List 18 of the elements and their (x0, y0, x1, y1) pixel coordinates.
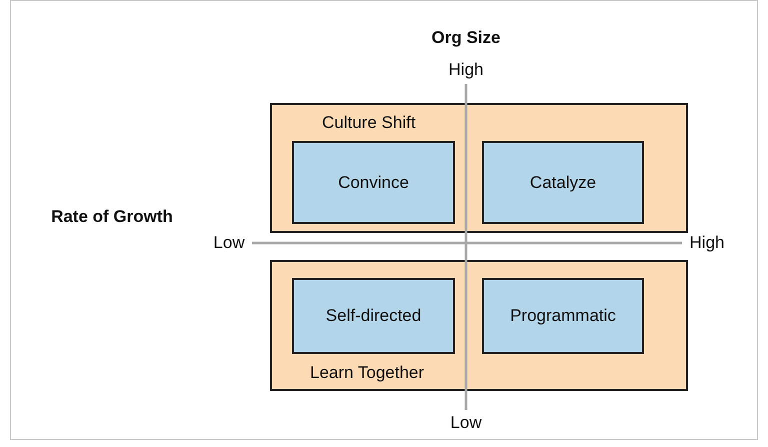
group-label: Culture Shift (322, 113, 416, 133)
quadrant-label: Programmatic (510, 306, 616, 326)
axis-end-label: Low (450, 413, 482, 433)
quadrant-box (482, 278, 644, 354)
quadrant-box (292, 141, 455, 224)
group-panel (270, 260, 688, 391)
quadrant-label: Self-directed (326, 306, 422, 326)
axis-end-label: High (448, 60, 484, 80)
axis-end-label: Low (213, 233, 245, 253)
quadrant-box (482, 141, 644, 224)
group-label: Learn Together (310, 363, 424, 383)
axis-title: Rate of Growth (51, 207, 173, 227)
axis-end-label: High (690, 233, 724, 253)
quadrant-label: Catalyze (530, 172, 596, 192)
axis-title: Org Size (432, 28, 500, 48)
quadrant-box (292, 278, 455, 354)
quadrant-label: Convince (338, 172, 409, 192)
group-panel (270, 103, 688, 233)
